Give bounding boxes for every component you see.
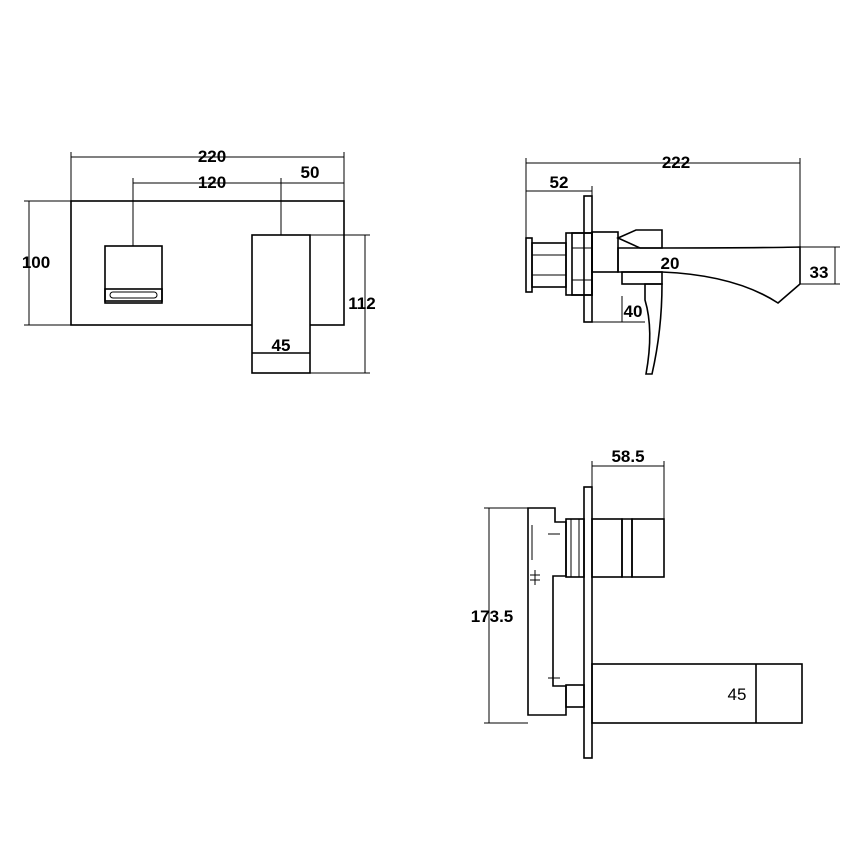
dim-58-5-label: 58.5 bbox=[611, 447, 644, 466]
wall-nut bbox=[565, 232, 593, 296]
front-view: 220 120 50 100 112 45 bbox=[22, 147, 376, 374]
wall-plate bbox=[70, 200, 345, 326]
section-wall-plate bbox=[583, 486, 593, 759]
section-spout bbox=[591, 663, 803, 724]
hanging-lever bbox=[644, 283, 663, 375]
outlet-slot-inner bbox=[109, 291, 158, 299]
dim-52-label: 52 bbox=[550, 173, 569, 192]
rear-nut bbox=[531, 242, 567, 288]
section-body bbox=[591, 518, 623, 578]
dim-50-label: 50 bbox=[301, 163, 320, 182]
side-view: 222 52 20 33 40 bbox=[525, 153, 840, 375]
outlet-slot bbox=[104, 288, 163, 302]
valve-body bbox=[527, 507, 567, 716]
spout-connector bbox=[565, 684, 585, 708]
dim-40-label: 40 bbox=[624, 302, 643, 321]
dim-112-label: 112 bbox=[348, 294, 375, 313]
dim-173-5-label: 173.5 bbox=[471, 607, 514, 626]
lever-hub bbox=[621, 271, 663, 285]
dim-120-label: 120 bbox=[198, 173, 226, 192]
dim-20-label: 20 bbox=[661, 254, 680, 273]
spout-outlet bbox=[104, 245, 163, 304]
dim-220-label: 220 bbox=[198, 147, 226, 166]
side-body bbox=[591, 231, 619, 273]
curved-spout bbox=[617, 246, 801, 304]
dim-33-label: 33 bbox=[810, 263, 829, 282]
dim-45-label: 45 bbox=[272, 336, 291, 355]
lever-top bbox=[616, 229, 663, 249]
dim-222-label: 222 bbox=[662, 153, 690, 172]
rear-connector bbox=[525, 237, 533, 293]
section-lever bbox=[631, 518, 665, 578]
dim-45-spout-label: 45 bbox=[728, 685, 747, 704]
dim-100-label: 100 bbox=[22, 253, 50, 272]
side-wall-plate bbox=[583, 195, 593, 323]
cartridge-nut bbox=[565, 518, 585, 578]
section-view: 58.5 173.5 45 bbox=[471, 447, 803, 759]
